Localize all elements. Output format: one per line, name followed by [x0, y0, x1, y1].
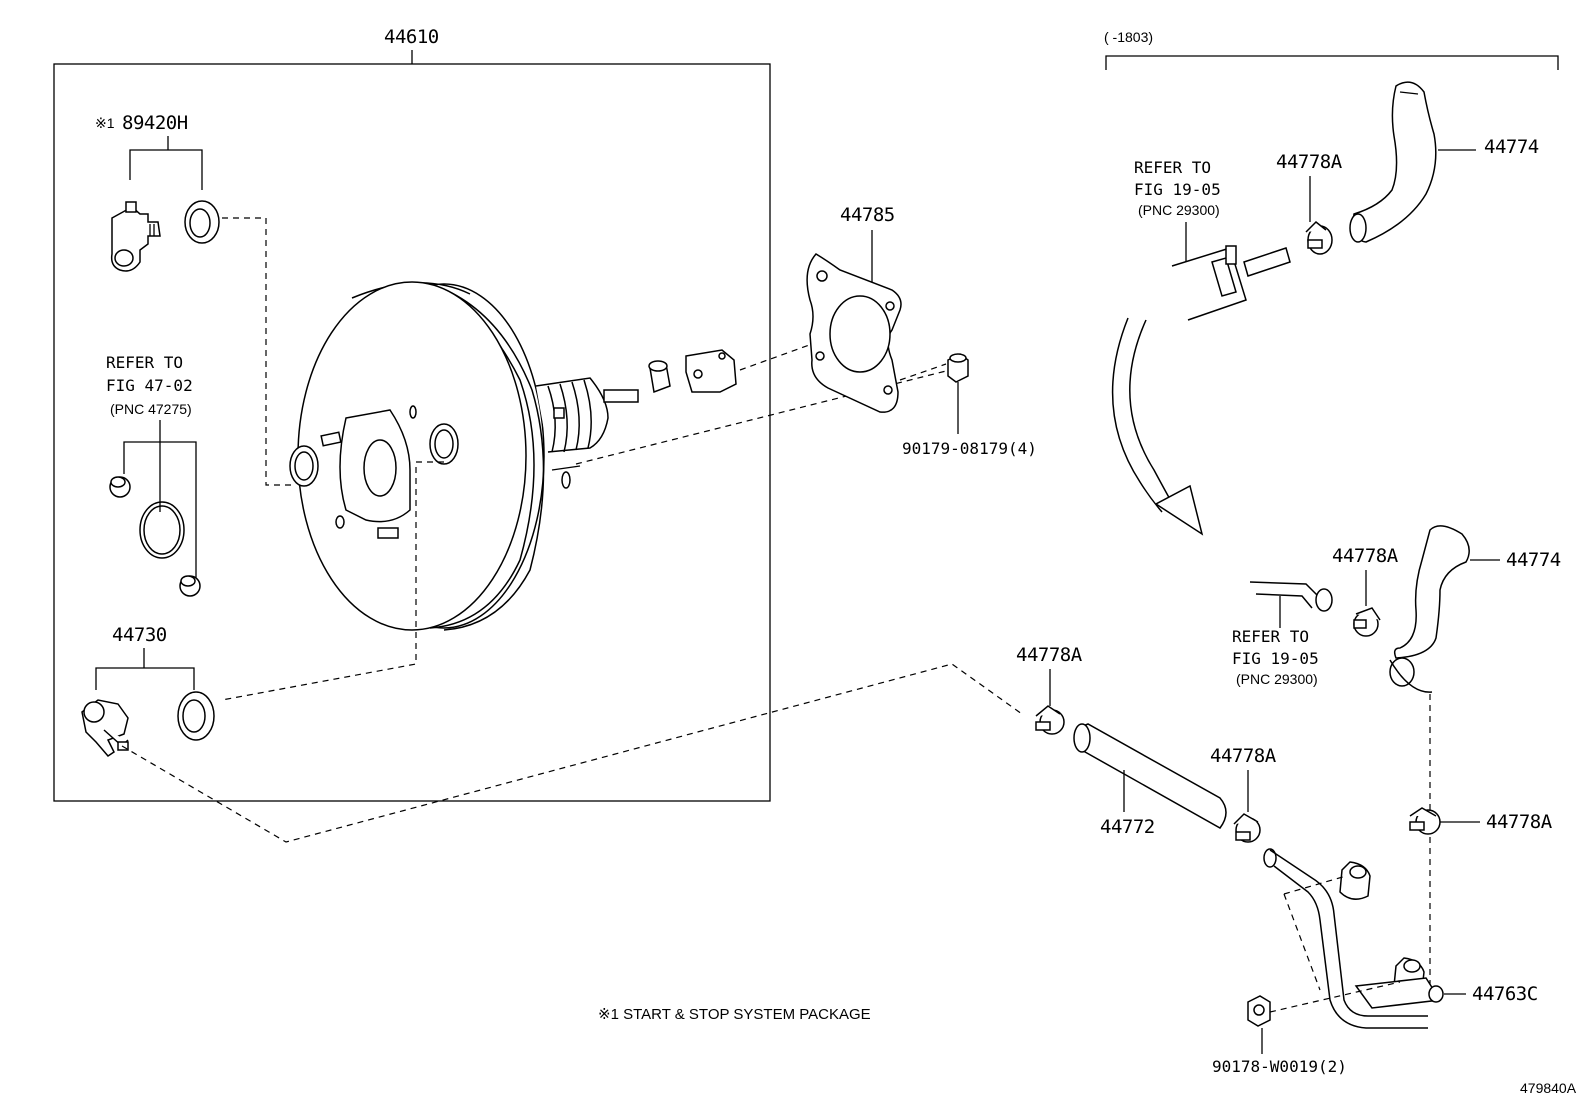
ref-fig4702-line3: (PNC 47275) [110, 401, 192, 417]
ref-fig1905-top-line1: REFER TO [1134, 158, 1211, 177]
part-label-44778a-hose[interactable]: 44778A [1016, 644, 1083, 666]
clamp-44778a-top [1305, 220, 1333, 255]
o-ring [139, 501, 185, 559]
part-label-44763c[interactable]: 44763C [1472, 983, 1538, 1005]
seal-small-upper [109, 476, 131, 498]
hose-44774-mid [1389, 525, 1470, 693]
part-label-44730[interactable]: 44730 [112, 624, 167, 646]
part-label-44772[interactable]: 44772 [1100, 816, 1155, 838]
brake-booster [289, 281, 639, 631]
part-label-89420h[interactable]: 89420H [122, 112, 188, 134]
clevis-pin [648, 360, 671, 394]
transition-arrow [1111, 317, 1204, 536]
check-valve-44730 [81, 699, 129, 757]
grommet-89420h [184, 200, 220, 244]
vacuum-sensor-89420h [110, 201, 161, 272]
grommet-44730 [177, 691, 215, 741]
date-range: ( -1803) [1104, 29, 1153, 45]
intake-pipe-upper [1171, 245, 1291, 321]
ref-fig1905-top-line2: FIG 19-05 [1134, 180, 1221, 199]
part-label-44778a-right[interactable]: 44778A [1486, 811, 1553, 833]
diagram-code: 479840A [1520, 1080, 1577, 1096]
part-label-90179[interactable]: 90179-08179(4) [902, 439, 1037, 458]
clamp-44778a-mid [1353, 607, 1381, 637]
part-label-44610[interactable]: 44610 [384, 26, 439, 48]
part-label-44778a-low[interactable]: 44778A [1210, 745, 1277, 767]
seal-small-lower [179, 575, 201, 597]
part-label-44774-mid[interactable]: 44774 [1506, 549, 1561, 571]
ref-fig1905-mid-line3: (PNC 29300) [1236, 671, 1318, 687]
part-label-44778a-top[interactable]: 44778A [1276, 151, 1343, 173]
clevis-yoke [685, 349, 737, 393]
ref-fig1905-mid-line1: REFER TO [1232, 627, 1309, 646]
hose-44772 [1073, 723, 1227, 829]
ref-fig1905-mid-line2: FIG 19-05 [1232, 649, 1319, 668]
nut-90178 [1247, 995, 1271, 1027]
part-label-44778a-mid[interactable]: 44778A [1332, 545, 1399, 567]
ref-fig1905-top-line3: (PNC 29300) [1138, 202, 1220, 218]
intake-pipe-mid [1249, 581, 1333, 612]
vacuum-pipe-44763c [1263, 848, 1444, 1029]
ref-fig4702-line1: REFER TO [106, 353, 183, 372]
clamp-44778a-low [1233, 813, 1261, 843]
nut-90179 [947, 353, 969, 383]
footnote: ※1 START & STOP SYSTEM PACKAGE [598, 1006, 871, 1023]
clamp-44778a-right [1409, 807, 1441, 835]
part-label-44785[interactable]: 44785 [840, 204, 895, 226]
footnote-mark: ※1 [95, 115, 115, 131]
part-label-90178[interactable]: 90178-W0019(2) [1212, 1057, 1347, 1076]
gasket-44785 [806, 253, 902, 413]
ref-fig4702-line2: FIG 47-02 [106, 376, 193, 395]
hose-44774-top [1349, 81, 1437, 243]
part-label-44774-top[interactable]: 44774 [1484, 136, 1539, 158]
clamp-44778a-hose [1035, 705, 1065, 735]
